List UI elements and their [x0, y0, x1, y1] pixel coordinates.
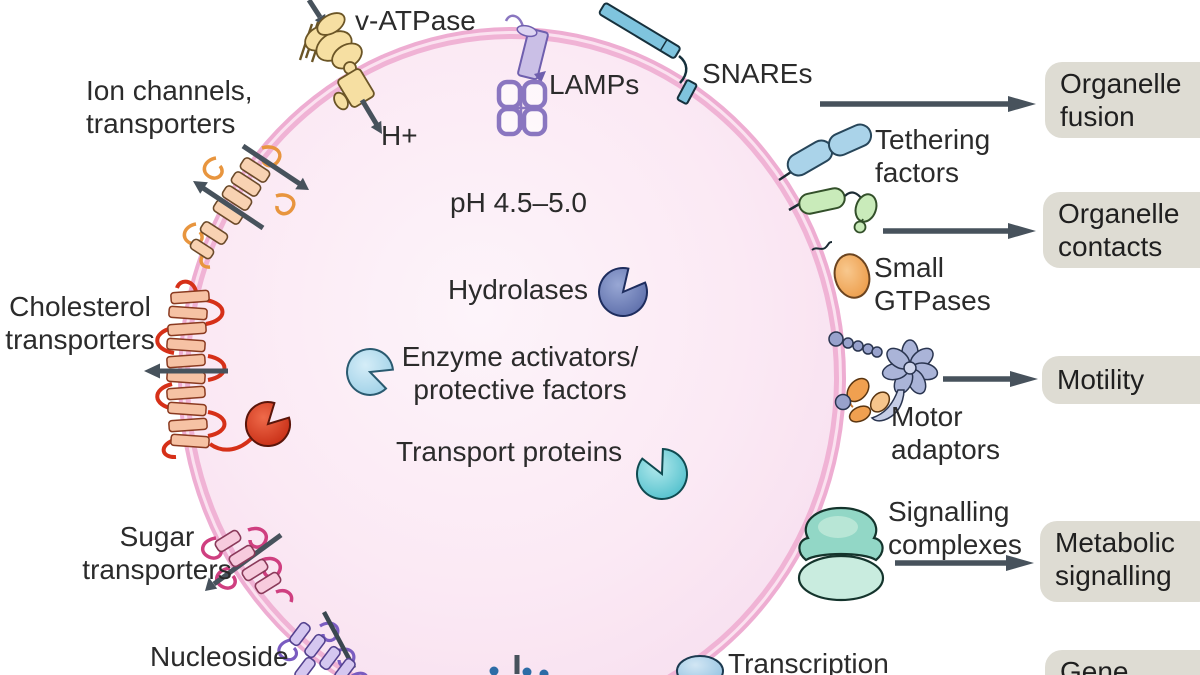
small-gtpase-glyph — [811, 241, 871, 299]
box-motility: Motility — [1042, 356, 1200, 404]
label-ph: pH 4.5–5.0 — [450, 187, 587, 218]
bottom-transporter-stub — [489, 655, 549, 675]
hydrolase-pacman — [598, 267, 648, 317]
red-pacman — [245, 401, 291, 447]
label-lamps: LAMPs — [549, 69, 640, 100]
lysosome-membrane — [178, 27, 846, 675]
arrow-organelle-fusion — [820, 96, 1036, 112]
arrow-motility — [943, 371, 1038, 387]
outcome-arrows — [820, 96, 1038, 571]
snare-glyph — [598, 2, 698, 105]
label-cholesterol-transporters: Cholesterol transporters — [5, 291, 155, 355]
motor-adaptor-glyph — [828, 331, 939, 423]
transcription-factor-glyph — [676, 655, 724, 675]
enzyme-activator-pacman — [346, 348, 394, 396]
ion-channel-glyph — [182, 143, 309, 269]
v-atpase-glyph — [298, 0, 382, 134]
label-nucleoside: Nucleoside — [150, 641, 289, 672]
label-signalling-complexes: Signalling complexes — [888, 496, 1022, 560]
lamp-glyph — [496, 14, 549, 137]
box-gene: Gene — [1045, 650, 1200, 675]
label-tethering-factors: Tethering factors — [875, 124, 991, 188]
box-organelle-fusion: Organelle fusion — [1045, 62, 1200, 138]
cholesterol-transporter-glyph — [144, 279, 254, 460]
box-metabolic-signalling: Metabolic signalling — [1040, 521, 1200, 602]
signalling-complex-glyph — [797, 506, 885, 602]
label-motor-adaptors: Motor adaptors — [891, 401, 1000, 465]
tethering-glyph — [778, 123, 878, 234]
label-enzyme-activators: Enzyme activators/ protective factors — [401, 341, 639, 405]
label-small-gtpases: Small GTPases — [874, 252, 991, 316]
box-organelle-contacts: Organelle contacts — [1043, 192, 1200, 268]
label-transcription: Transcription — [728, 648, 889, 675]
arrow-metabolic-signalling — [895, 555, 1034, 571]
label-transport-proteins: Transport proteins — [396, 436, 623, 467]
label-hydrolases: Hydrolases — [448, 274, 589, 305]
label-ion-channels: Ion channels, transporters — [86, 75, 253, 139]
label-v-atpase: v-ATPase — [355, 4, 476, 37]
arrow-organelle-contacts — [883, 223, 1036, 239]
sugar-transporter-glyph — [200, 526, 294, 603]
label-h-plus: H+ — [381, 120, 418, 151]
label-sugar-transporters: Sugar transporters — [82, 521, 232, 585]
v-atpase-text: v-ATPase — [355, 5, 476, 36]
label-snares: SNAREs — [702, 58, 813, 89]
transport-protein-pacman — [636, 447, 688, 500]
nucleoside-transporter-glyph — [277, 610, 368, 675]
